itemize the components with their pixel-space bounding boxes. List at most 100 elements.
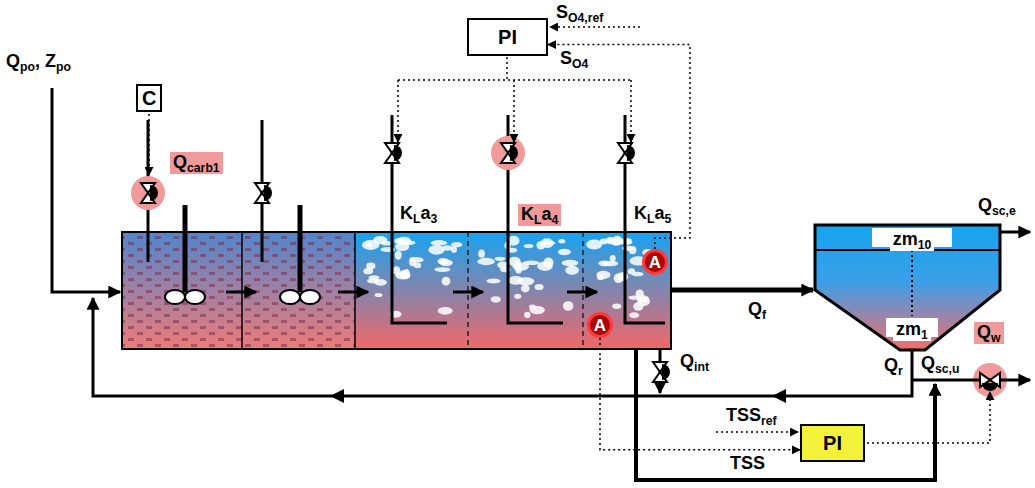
subscript: L	[534, 213, 541, 227]
settler	[815, 225, 1000, 350]
node-text: PI	[823, 433, 842, 453]
air-bubble	[562, 260, 579, 266]
air-bubble	[558, 239, 565, 243]
signal-label: SO4,ref	[556, 3, 603, 21]
node-text: PI	[498, 27, 517, 47]
air-bubble	[434, 267, 450, 272]
text-part: Q	[680, 351, 694, 371]
air-bubble	[508, 276, 523, 285]
effluent-to-settler	[671, 288, 813, 293]
flow-label: Qsc,u	[921, 354, 960, 372]
air-bubble	[366, 262, 375, 269]
control-signal	[506, 57, 508, 80]
signal-label: SO4	[560, 49, 588, 67]
pi-controller: PI	[467, 18, 548, 56]
text-part: TSS	[730, 453, 765, 473]
text-part: , Z	[35, 51, 56, 71]
text-part: S	[556, 2, 568, 22]
flow-label: Qcarb1	[170, 152, 223, 174]
air-bubble	[394, 238, 403, 244]
air-bubble	[636, 290, 644, 298]
valve-actuator	[982, 383, 998, 391]
air-bubble	[366, 243, 373, 247]
mixer-blade	[185, 290, 205, 304]
air-bubble	[375, 293, 383, 297]
flow-label: Qw	[974, 322, 1004, 344]
subscript: ref	[761, 414, 777, 428]
subscript: r	[898, 364, 903, 378]
subscript: sc,e	[992, 204, 1016, 218]
settler-layers-dots	[911, 250, 913, 316]
sensor-circle: A	[642, 249, 668, 275]
flow-label: Qpo, Zpo	[6, 52, 71, 70]
air-bubble	[529, 306, 544, 314]
text-part: a	[654, 203, 664, 223]
mixer-shaft	[298, 205, 303, 292]
air-bubble	[523, 260, 540, 265]
subscript: sc,u	[935, 362, 959, 376]
air-bubble	[477, 258, 495, 265]
subscript: O4,ref	[568, 11, 603, 25]
mixer-blade	[280, 290, 300, 304]
valve-actuator	[264, 185, 272, 201]
aeration-label: KLa4	[518, 204, 561, 226]
air-bubble	[563, 301, 574, 311]
return-sludge-pipe	[93, 298, 912, 396]
valve-actuator	[150, 185, 158, 201]
subscript: L	[647, 212, 654, 226]
air-bubble	[524, 244, 534, 248]
text-part: S	[560, 48, 572, 68]
air-bubble	[633, 302, 643, 310]
text-part: Q	[173, 152, 187, 172]
mixer-blade	[300, 290, 320, 304]
layer-label: zm1	[893, 319, 931, 341]
subscript: 3	[431, 212, 438, 226]
flow-arrow	[226, 291, 256, 294]
valve-actuator	[627, 145, 635, 161]
pi-controller: PI	[800, 424, 865, 462]
text-part: Q	[978, 195, 992, 215]
air-bubble	[537, 261, 552, 270]
control-signal	[148, 114, 150, 175]
air-bubble	[491, 296, 501, 303]
air-bubble	[632, 272, 644, 277]
air-bubble	[478, 249, 485, 257]
subscript: 4	[552, 213, 559, 227]
air-bubble	[431, 240, 448, 246]
text-part: K	[400, 203, 413, 223]
air-bubble	[451, 247, 457, 253]
air-bubbles	[362, 236, 662, 318]
air-bubble	[451, 242, 462, 247]
mixer-blade	[165, 290, 185, 304]
controller-box: C	[136, 84, 162, 112]
air-bubble	[629, 312, 639, 318]
air-bubble	[395, 243, 409, 251]
subscript: L	[413, 212, 420, 226]
air-bubble	[486, 279, 500, 284]
subscript: 1	[921, 328, 928, 342]
subscript: 10	[918, 238, 932, 252]
text-part: Q	[748, 299, 762, 319]
setpoint-signal	[716, 431, 798, 433]
flow-label: Qr	[884, 356, 903, 374]
node-text: A	[594, 317, 606, 334]
layer-label: zm10	[890, 229, 935, 251]
air-bubble	[438, 307, 453, 315]
aeration-label: KLa3	[400, 204, 437, 222]
air-bubble	[596, 271, 610, 279]
signal-label: TSSref	[726, 406, 777, 424]
text-part: Q	[884, 355, 898, 375]
flow-arrow	[453, 291, 483, 294]
air-bubble	[600, 238, 608, 244]
connectors	[548, 45, 800, 450]
mixer-shaft	[183, 205, 188, 292]
waste-sludge-pipe	[912, 379, 1030, 382]
anoxic-sludge	[122, 232, 355, 349]
air-bubble	[534, 284, 543, 290]
control-signal	[630, 80, 632, 142]
air-bubble	[617, 272, 629, 281]
air-bubble	[403, 269, 410, 279]
aeration-label: KLa5	[634, 204, 671, 222]
text-part: a	[541, 204, 551, 224]
